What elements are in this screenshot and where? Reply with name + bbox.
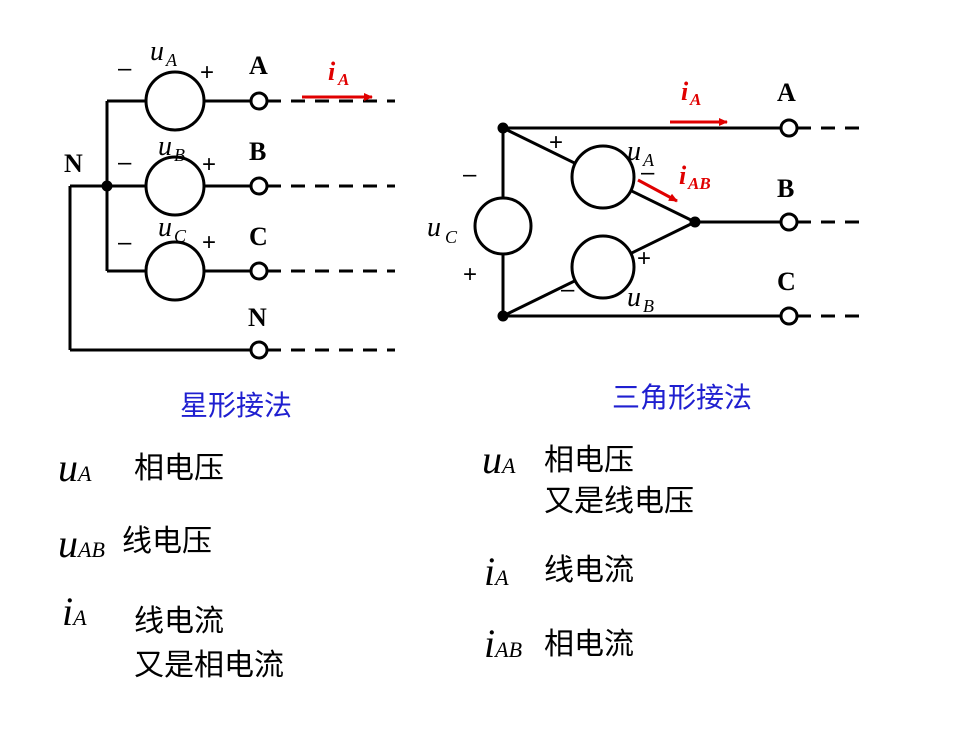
- star-source-b-sub: B: [174, 145, 185, 165]
- delta-source-b-circle: [570, 234, 636, 300]
- star-note-1-line-1: 相电压: [134, 451, 224, 486]
- delta-node-b: [689, 216, 701, 228]
- star-source-b-circle: [144, 155, 206, 217]
- delta-note-2-label: iA: [484, 548, 509, 595]
- delta-source-b-sub: B: [643, 296, 654, 316]
- star-terminal-b-label: B: [249, 137, 266, 166]
- star-note-1-sub: A: [78, 461, 92, 486]
- star-terminal-c: [249, 261, 269, 281]
- star-source-b-minus: –: [118, 149, 132, 176]
- star-source-c-minus: –: [118, 229, 132, 256]
- delta-source-b-plus: +: [637, 245, 651, 272]
- star-note-3-sub: A: [73, 605, 87, 630]
- delta-source-a-sub: A: [642, 150, 655, 170]
- delta-source-c-plus: +: [463, 261, 477, 288]
- star-note-3-line-1: 线电流: [134, 604, 224, 639]
- delta-note-2-sub: A: [495, 565, 509, 590]
- star-source-a-sub: A: [165, 50, 178, 70]
- star-source-a-circle: [144, 70, 206, 132]
- delta-caption: 三角形接法: [612, 381, 753, 414]
- delta-terminal-a-label: A: [777, 78, 796, 107]
- star-source-c-plus: +: [202, 229, 216, 256]
- delta-note-2-symbol: i: [484, 549, 496, 594]
- star-note-3-symbol: i: [62, 589, 74, 634]
- star-current-sub: A: [337, 70, 349, 89]
- delta-terminal-a: [779, 118, 799, 138]
- star-note-3-label: iA: [62, 588, 87, 635]
- delta-circuit: [473, 118, 860, 326]
- delta-note-1-line-1: 相电压: [544, 443, 634, 478]
- delta-note-3-line-1: 相电流: [544, 627, 634, 662]
- delta-note-1-symbol: u: [482, 437, 502, 482]
- star-current-symbol: i: [328, 57, 336, 86]
- star-neutral-node: [101, 180, 113, 192]
- delta-phase-current-arrow: [637, 178, 678, 203]
- star-note-2-line-1: 线电压: [122, 524, 212, 559]
- star-source-b-plus: +: [202, 151, 216, 178]
- star-terminal-b: [249, 176, 269, 196]
- star-source-a-symbol: u: [150, 36, 164, 67]
- delta-note-3-symbol: i: [484, 621, 496, 666]
- star-source-c-circle: [144, 240, 206, 302]
- star-note-1-label: uA: [58, 444, 91, 491]
- delta-phase-current-symbol: i: [679, 161, 687, 190]
- delta-source-b-minus: –: [561, 276, 575, 303]
- star-source-a-minus: –: [118, 55, 132, 82]
- delta-source-c-sub: C: [445, 227, 458, 247]
- delta-node-top: [497, 122, 509, 134]
- delta-source-c-minus: –: [463, 161, 477, 188]
- delta-note-3-sub: AB: [495, 637, 523, 662]
- delta-source-a-plus: +: [549, 129, 563, 156]
- delta-source-a-symbol: u: [627, 136, 641, 167]
- delta-source-c-circle: [473, 196, 533, 256]
- delta-source-c-symbol: u: [427, 212, 441, 243]
- delta-note-1-sub: A: [502, 453, 516, 478]
- delta-line-current-symbol: i: [681, 77, 689, 106]
- delta-node-bottom: [497, 310, 509, 322]
- delta-note-1-label: uA: [482, 436, 515, 483]
- delta-note-3-label: iAB: [484, 620, 522, 667]
- star-source-c-sub: C: [174, 226, 187, 246]
- star-source-c-symbol: u: [158, 212, 172, 243]
- star-note-2-label: uAB: [58, 520, 105, 567]
- star-note-3-line-2: 又是相电流: [134, 648, 284, 683]
- star-note-2-symbol: u: [58, 521, 78, 566]
- delta-terminal-b-label: B: [777, 174, 794, 203]
- star-source-b-symbol: u: [158, 131, 172, 162]
- star-terminal-n-label: N: [248, 303, 267, 332]
- delta-terminal-c: [779, 306, 799, 326]
- delta-note-1-line-2: 又是线电压: [544, 484, 694, 519]
- star-terminal-c-label: C: [249, 222, 268, 251]
- delta-phase-current-sub: AB: [687, 174, 711, 193]
- delta-source-a-circle: [570, 144, 636, 210]
- star-neutral-label: N: [64, 149, 83, 178]
- star-terminal-a: [249, 91, 269, 111]
- delta-note-2-line-1: 线电流: [544, 553, 634, 588]
- star-caption: 星形接法: [180, 389, 293, 422]
- delta-source-a-minus: –: [641, 159, 655, 186]
- star-circuit: [68, 70, 395, 360]
- delta-terminal-c-label: C: [777, 267, 796, 296]
- star-source-a-plus: +: [200, 59, 214, 86]
- delta-line-current-sub: A: [689, 90, 701, 109]
- star-note-2-sub: AB: [78, 537, 105, 562]
- delta-source-b-symbol: u: [627, 282, 641, 313]
- star-terminal-a-label: A: [249, 51, 268, 80]
- star-terminal-n: [249, 340, 269, 360]
- delta-terminal-b: [779, 212, 799, 232]
- star-note-1-symbol: u: [58, 445, 78, 490]
